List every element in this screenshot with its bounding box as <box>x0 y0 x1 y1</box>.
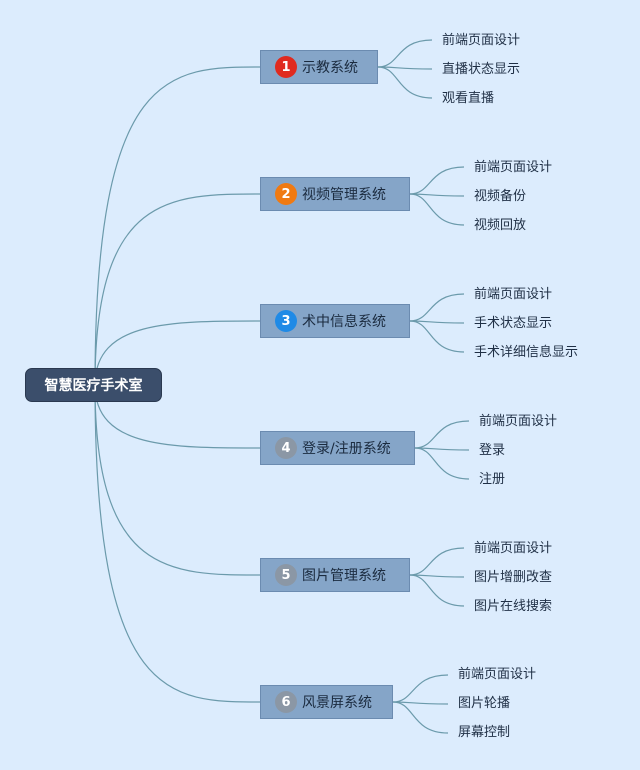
leaf-item[interactable]: 前端页面设计 <box>479 414 558 429</box>
branch-label: 示教系统 <box>302 60 358 76</box>
leaf-item[interactable]: 直播状态显示 <box>442 62 521 77</box>
leaf-item[interactable]: 登录 <box>479 443 506 458</box>
branch-leaf-connector <box>409 293 465 322</box>
number-badge-icon: 5 <box>275 564 297 586</box>
branch-node-image-management[interactable]: 5 图片管理系统 <box>260 558 410 592</box>
leaf-item[interactable]: 前端页面设计 <box>474 541 553 556</box>
root-branch-connector <box>94 384 261 576</box>
number-badge-icon: 1 <box>275 56 297 78</box>
branch-leaf-connector <box>377 66 433 99</box>
root-branch-connector <box>94 384 261 449</box>
leaf-item[interactable]: 屏幕控制 <box>458 725 511 740</box>
branch-node-video-management[interactable]: 2 视频管理系统 <box>260 177 410 211</box>
branch-leaf-connector <box>409 193 465 226</box>
branch-label: 术中信息系统 <box>302 314 386 330</box>
leaf-item[interactable]: 观看直播 <box>442 91 495 106</box>
leaf-item[interactable]: 图片轮播 <box>458 696 511 711</box>
branch-leaf-connector <box>409 320 465 353</box>
leaf-item[interactable]: 前端页面设计 <box>458 667 537 682</box>
number-badge-icon: 6 <box>275 691 297 713</box>
root-node-label: 智慧医疗手术室 <box>44 378 143 394</box>
leaf-item[interactable]: 前端页面设计 <box>474 160 553 175</box>
branch-leaf-connector <box>409 574 465 607</box>
branch-leaf-connector <box>377 39 433 68</box>
leaf-item[interactable]: 前端页面设计 <box>474 287 553 302</box>
leaf-item[interactable]: 视频备份 <box>474 189 527 204</box>
branch-leaf-connector <box>409 166 465 195</box>
branch-label: 登录/注册系统 <box>302 441 391 457</box>
branch-node-landscape-screen[interactable]: 6 风景屏系统 <box>260 685 393 719</box>
branch-node-login-register[interactable]: 4 登录/注册系统 <box>260 431 415 465</box>
branch-label: 图片管理系统 <box>302 568 386 584</box>
number-badge-icon: 3 <box>275 310 297 332</box>
leaf-item[interactable]: 手术详细信息显示 <box>474 345 579 360</box>
leaf-item[interactable]: 注册 <box>479 472 506 487</box>
root-branch-connector <box>94 193 261 386</box>
branch-leaf-connector <box>414 447 470 480</box>
branch-node-intraoperative-info[interactable]: 3 术中信息系统 <box>260 304 410 338</box>
leaf-item[interactable]: 图片在线搜索 <box>474 599 553 614</box>
branch-leaf-connector <box>409 547 465 576</box>
branch-label: 视频管理系统 <box>302 187 386 203</box>
leaf-item[interactable]: 手术状态显示 <box>474 316 553 331</box>
leaf-item[interactable]: 视频回放 <box>474 218 527 233</box>
branch-leaf-connector <box>392 674 449 703</box>
root-branch-connector <box>94 66 261 386</box>
number-badge-icon: 4 <box>275 437 297 459</box>
branch-label: 风景屏系统 <box>302 695 372 711</box>
leaf-item[interactable]: 前端页面设计 <box>442 33 521 48</box>
branch-leaf-connector <box>414 420 470 449</box>
root-branch-connector <box>94 320 261 386</box>
number-badge-icon: 2 <box>275 183 297 205</box>
branch-node-teaching[interactable]: 1 示教系统 <box>260 50 378 84</box>
root-node[interactable]: 智慧医疗手术室 <box>25 368 162 402</box>
leaf-item[interactable]: 图片增删改查 <box>474 570 553 585</box>
branch-leaf-connector <box>392 701 449 734</box>
root-branch-connector <box>94 384 261 703</box>
